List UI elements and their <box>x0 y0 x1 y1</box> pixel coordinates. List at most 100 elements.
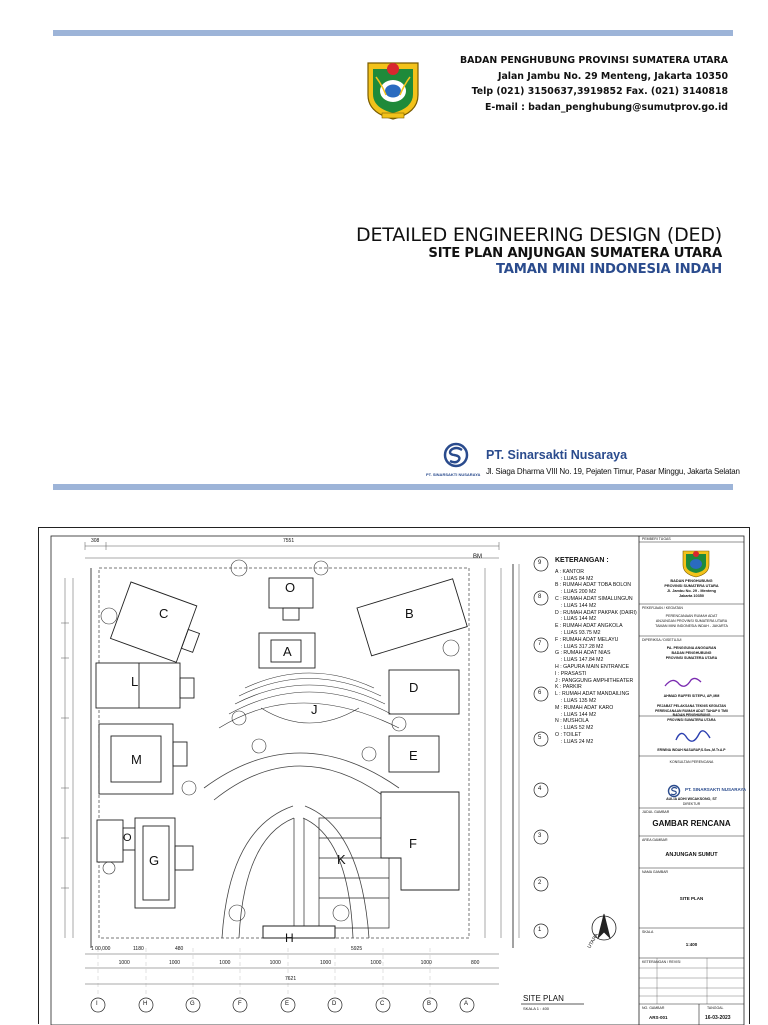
grid-label-right: 4 <box>538 786 542 792</box>
tb-sheet-caption: NAMA GAMBAR <box>642 870 669 874</box>
building-label-f: F <box>409 836 417 851</box>
consultant-address: Jl. Siaga Dharma VIII No. 19, Pejaten Ti… <box>486 467 740 476</box>
tb-date: 16-03-2023 <box>705 1015 731 1021</box>
document-title: DETAILED ENGINEERING DESIGN (DED) <box>356 224 722 246</box>
bottom-dims: 1000 1000 1000 1000 1000 1000 1000 800 <box>99 960 499 966</box>
tb-owner: BADAN PENGHUBUNG PROVINSI SUMATERA UTARA… <box>639 579 744 599</box>
tb-supervisor: PEJABAT PELAKSANA TEKNIS KEGIATAN PERENC… <box>639 704 744 722</box>
legend-item: E : RUMAH ADAT ANGKOLA <box>555 623 623 630</box>
consultant-name: PT. Sinarsakti Nusaraya <box>486 448 628 462</box>
legend-item: J : PANGGUNG AMPHITHEATER <box>555 677 634 684</box>
bottom-dim-2: 5925 <box>351 946 363 952</box>
bottom-dim: 1000 <box>118 960 130 966</box>
bottom-dim: 1000 <box>168 960 181 966</box>
legend-item: F : RUMAH ADAT MELAYU <box>555 636 619 643</box>
building-label-g: G <box>149 853 160 868</box>
tb-approver-line: BADAN PENGHUBUNG <box>671 651 712 655</box>
legend-title: KETERANGAN : <box>555 557 609 564</box>
bm-label: BM <box>473 554 482 560</box>
tb-consultant-role: DIREKTUR <box>682 802 701 806</box>
grid-label-right: 9 <box>538 560 542 566</box>
building-label-o: O <box>123 832 132 844</box>
legend-item: : LUAS 144 M2 <box>561 602 597 609</box>
building-label-d: D <box>409 680 419 695</box>
legend-item: : LUAS 317.28 M2 <box>561 643 604 650</box>
site-plan-label: SITE PLAN <box>523 994 564 1003</box>
tb-drawing-type-caption: JUDUL GAMBAR <box>642 810 670 814</box>
consultant-logo-icon <box>436 442 476 472</box>
tb-scale: 1:400 <box>685 942 698 947</box>
consultant-logo-caption: PT. SINARSAKTI NUSARAYA <box>426 472 481 477</box>
tb-supervisor-line: PERENCANAAN RUMAH ADAT TAHAP II TMII <box>655 708 728 713</box>
tb-project-line: TAMAN MINI INDONESIA INDAH - JAKARTA <box>655 624 728 628</box>
contact-block: BADAN PENGHUBUNG PROVINSI SUMATERA UTARA… <box>428 53 728 115</box>
tb-date-caption: TANGGAL <box>707 1006 724 1010</box>
legend-item: N : MUSHOLA <box>555 718 589 725</box>
building-label-j: J <box>311 702 318 717</box>
tb-project-line: PERENCANAAN RUMAH ADAT <box>665 614 718 618</box>
legend-item: D : RUMAH ADAT PAKPAK (DAIRI) <box>555 609 637 616</box>
tb-no: ARS-001 <box>649 1015 668 1020</box>
total-dim: 7621 <box>285 976 297 982</box>
grid-label-right: 1 <box>538 927 542 933</box>
tb-supervisor-line: PROVINSI SUMATERA UTARA <box>667 717 716 722</box>
bottom-dim-2: 1180 <box>133 946 144 952</box>
top-dim-1: 308 <box>91 538 100 544</box>
building-label-m: M <box>131 752 142 767</box>
grid-label-right: 3 <box>538 833 542 839</box>
building-label-h: H <box>285 931 294 945</box>
tb-owner-caption: PEMBERI TUGAS <box>642 537 671 541</box>
legend-item: : LUAS 144 M2 <box>561 711 597 718</box>
building-label-a: A <box>283 644 292 659</box>
grid-label-bottom: C <box>380 1001 385 1007</box>
grid-label-right: 2 <box>538 880 542 886</box>
bottom-dim: 1000 <box>319 960 332 966</box>
header-top-bar <box>53 30 733 36</box>
tb-consultant-logo-text: PT. SINARSAKTI NUSARAYA <box>685 787 747 792</box>
tb-area-caption: AREA GAMBAR <box>642 838 668 842</box>
building-label-k: K <box>337 852 346 867</box>
tb-supervisor-name: ERWINA INDAH NASARAP,S.Sos.,M.Tr.A.P <box>657 748 726 752</box>
grid-label-right: 8 <box>538 594 542 600</box>
tb-supervisor-line: BADAN PENGHUBUNG <box>672 713 711 718</box>
tb-owner-line: Jl. Jambu No. 29 - Menteng <box>667 589 716 593</box>
legend-item: L : RUMAH ADAT MANDAILING <box>555 691 630 698</box>
bottom-dim-2: 480 <box>175 946 184 952</box>
tb-consultant-caption: KONSULTAN PERENCANA <box>669 760 714 764</box>
building-label-e: E <box>409 748 418 763</box>
legend-item: C : RUMAH ADAT SIMALUNGUN <box>555 595 633 602</box>
building-label-l: L <box>131 674 139 689</box>
site-plan-drawing: C O B A L D J M E O G K F H 308 7551 BM … <box>38 527 750 1025</box>
tb-approver-caption: DIPERIKSA / DISETUJUI <box>642 638 682 642</box>
legend-item: : LUAS 52 M2 <box>561 725 594 732</box>
tb-project: PERENCANAAN RUMAH ADAT ANJUNGAN PROVINSI… <box>639 614 744 629</box>
grid-label-bottom: A <box>464 1001 469 1007</box>
legend-item: : LUAS 147.84 M2 <box>561 657 604 664</box>
tb-owner-line: BADAN PENGHUBUNG <box>670 579 713 583</box>
legend-item: I : PRASASTI <box>555 670 587 677</box>
bottom-dim: 1000 <box>370 960 382 966</box>
legend-item: A : KANTOR <box>555 568 585 575</box>
title-block-consultant-logo-icon <box>667 784 681 798</box>
org-email[interactable]: E-mail : badan_penghubung@sumutprov.go.i… <box>485 101 728 113</box>
tb-consultant-name: AULIA ADHI WICAKSONO, ST <box>666 797 717 801</box>
grid-label-bottom: H <box>143 1001 148 1007</box>
legend-item: : LUAS 200 M2 <box>561 589 597 596</box>
grid-label-right: 5 <box>538 735 542 741</box>
building-label-c: C <box>159 606 169 621</box>
tb-sheet: SITE PLAN <box>679 896 704 901</box>
org-phone: Telp (021) 3150637,3919852 Fax. (021) 31… <box>471 86 728 97</box>
site-plan-scale: SKALA 1 : 400 <box>523 1006 550 1011</box>
legend-item: : LUAS 93.75 M2 <box>561 629 601 636</box>
tb-owner-line: PROVINSI SUMATERA UTARA <box>664 584 719 588</box>
bottom-dim: 1000 <box>269 960 281 966</box>
org-name: BADAN PENGHUBUNG PROVINSI SUMATERA UTARA <box>459 55 728 66</box>
bottom-dim: 800 <box>471 960 480 966</box>
document-location: TAMAN MINI INDONESIA INDAH <box>496 262 722 277</box>
document-subtitle: SITE PLAN ANJUNGAN SUMATERA UTARA <box>428 246 722 261</box>
approver-signature <box>663 674 703 692</box>
org-address: Jalan Jambu No. 29 Menteng, Jakarta 1035… <box>497 70 728 82</box>
legend-item: : LUAS 84 M2 <box>561 575 594 582</box>
grid-label-right: 7 <box>538 641 542 647</box>
tb-supervisor-line: PEJABAT PELAKSANA TEKNIS KEGIATAN <box>656 704 726 708</box>
